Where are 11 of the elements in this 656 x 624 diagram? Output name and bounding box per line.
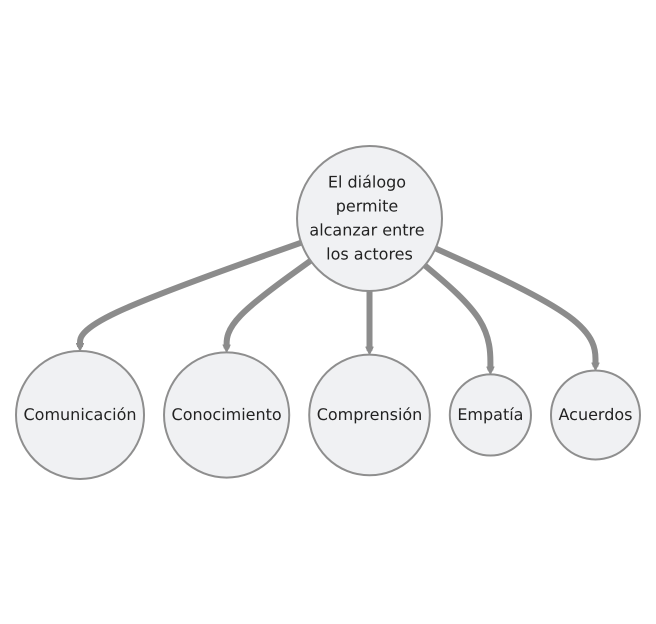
node-circle: Conocimiento: [163, 350, 290, 478]
node-circle: El diálogo permite alcanzar entre los actores: [296, 144, 443, 292]
node-circle: Empatía: [448, 372, 532, 456]
arrow: [422, 262, 495, 374]
node-circle: Acuerdos: [550, 368, 641, 460]
arrow: [76, 239, 302, 351]
arrow: [365, 290, 374, 355]
arrow: [222, 258, 312, 352]
arrow: [434, 245, 600, 370]
node-circle: Comprensión: [308, 353, 431, 476]
node-circle: Comunicación: [15, 349, 146, 480]
